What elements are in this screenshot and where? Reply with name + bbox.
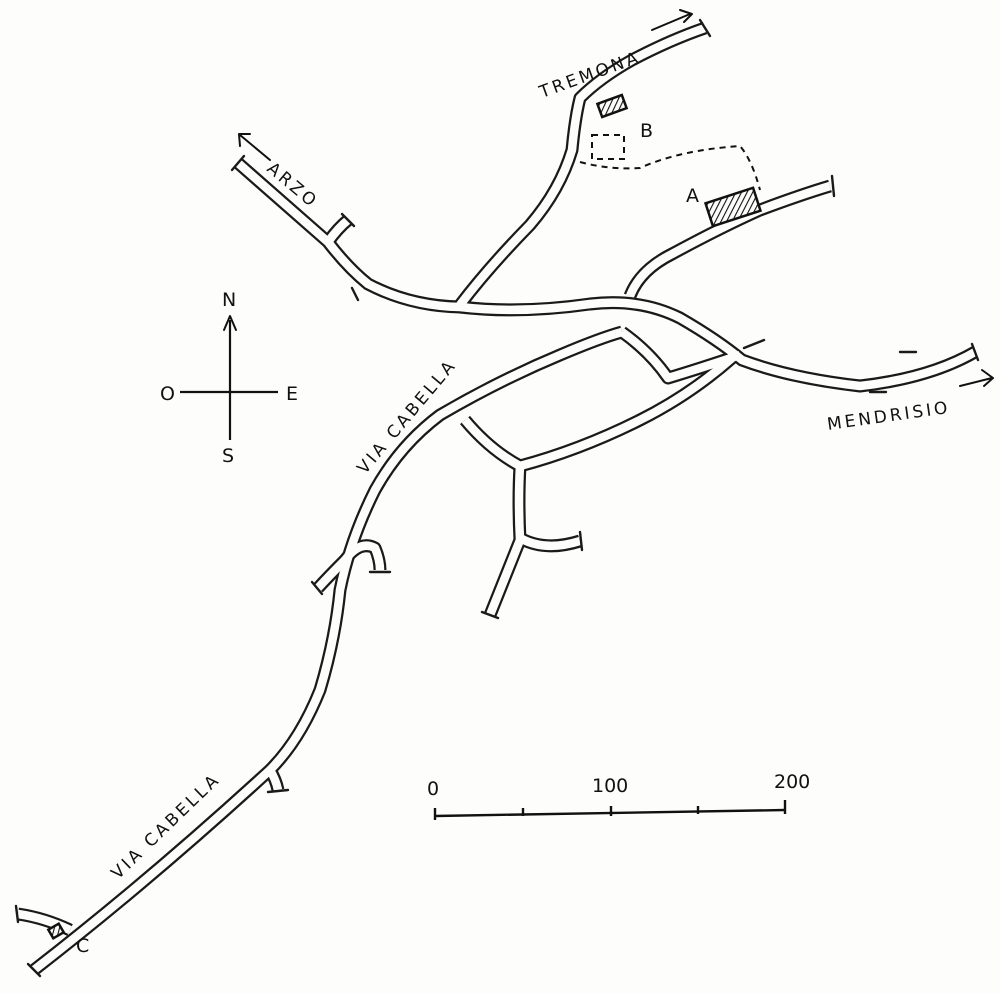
marker-c: C xyxy=(76,935,89,957)
road-arzo-main xyxy=(233,158,979,393)
arrow-mendrisio xyxy=(959,369,994,387)
marker-a: A xyxy=(686,185,699,207)
compass-west: O xyxy=(160,383,175,405)
building-a xyxy=(703,186,763,228)
label-mendrisio: MENDRISIO xyxy=(826,398,952,435)
road-end-caps xyxy=(14,18,980,978)
building-c xyxy=(46,921,66,941)
marker-b: B xyxy=(640,120,653,142)
compass-east: E xyxy=(286,383,298,405)
compass-south: S xyxy=(222,445,234,467)
scale-tick-100: 100 xyxy=(592,775,628,797)
building-b xyxy=(595,93,629,119)
arrow-arzo xyxy=(238,133,271,161)
road-network xyxy=(14,18,980,978)
compass-rose: N S E O xyxy=(160,289,298,467)
dashed-boundary xyxy=(579,144,761,191)
dashed-building xyxy=(591,134,625,160)
compass-north: N xyxy=(222,289,236,311)
arrow-tremona xyxy=(651,9,693,31)
scale-tick-200: 200 xyxy=(774,771,810,793)
scale-tick-0: 0 xyxy=(427,778,439,800)
road-fill xyxy=(17,23,978,974)
scale-bar: 0 100 200 xyxy=(427,771,810,820)
